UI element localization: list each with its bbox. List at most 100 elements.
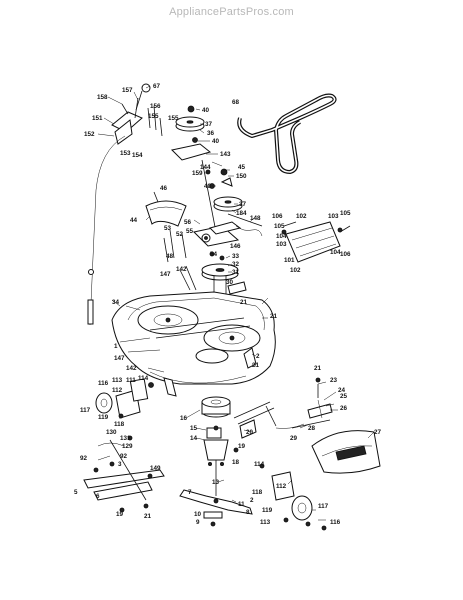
part-label: 25 bbox=[340, 393, 348, 400]
part-label: 112 bbox=[276, 483, 287, 490]
part-label: 116 bbox=[330, 519, 341, 526]
part-label: 21 bbox=[270, 313, 278, 320]
mower-deck-housing[interactable] bbox=[111, 291, 276, 397]
part-label: 154 bbox=[132, 152, 143, 159]
part-label: 20 bbox=[246, 429, 254, 436]
part-label: 3 bbox=[118, 461, 122, 468]
part-label: 118 bbox=[252, 489, 263, 496]
part-label: 13 bbox=[212, 479, 220, 486]
part-label: 33 bbox=[232, 253, 240, 260]
part-label: 68 bbox=[232, 99, 240, 106]
part-label: 36 bbox=[207, 130, 215, 137]
drive-pulleys[interactable] bbox=[179, 255, 247, 300]
part-label: 14 bbox=[190, 435, 198, 442]
rear-lift-link[interactable] bbox=[233, 401, 305, 453]
part-label: 1 bbox=[114, 343, 118, 350]
part-label: 24 bbox=[338, 387, 346, 394]
part-label: 26 bbox=[340, 405, 348, 412]
part-label: 117 bbox=[318, 503, 329, 510]
part-label: 37 bbox=[205, 121, 213, 128]
part-label: 114 bbox=[254, 461, 265, 468]
part-label: 111 bbox=[126, 377, 136, 384]
part-label: 21 bbox=[144, 513, 152, 520]
part-label: 19 bbox=[116, 511, 124, 518]
part-label: 103 bbox=[328, 213, 339, 220]
part-label: 131 bbox=[120, 435, 131, 442]
part-label: 101 bbox=[284, 257, 295, 264]
part-label: 34 bbox=[112, 299, 120, 306]
part-label: 10 bbox=[194, 511, 202, 518]
mower-blade[interactable] bbox=[179, 489, 253, 527]
part-label: 153 bbox=[120, 150, 131, 157]
right-gauge-wheel[interactable] bbox=[259, 463, 327, 531]
part-label: 146 bbox=[230, 243, 241, 250]
part-label: 105 bbox=[340, 210, 351, 217]
part-label: 2 bbox=[256, 353, 260, 360]
part-labels: 158 157 67 151 152 153 154 156 155 155 4… bbox=[74, 83, 382, 526]
part-label: 159 bbox=[192, 170, 203, 177]
part-label: 150 bbox=[236, 173, 247, 180]
part-label: 142 bbox=[176, 266, 187, 273]
part-label: 46 bbox=[160, 185, 168, 192]
part-label: 116 bbox=[98, 380, 109, 387]
part-label: 48 bbox=[166, 253, 174, 260]
belt-68[interactable] bbox=[237, 93, 337, 174]
part-label: 119 bbox=[98, 414, 109, 421]
part-label: 40 bbox=[212, 138, 220, 145]
part-label: 15 bbox=[190, 425, 198, 432]
part-label: 113 bbox=[112, 377, 123, 384]
front-link-rod[interactable] bbox=[83, 435, 165, 513]
part-label: 6 bbox=[96, 493, 100, 500]
part-label: 118 bbox=[114, 421, 125, 428]
part-label: 92 bbox=[80, 455, 88, 462]
part-label: 52 bbox=[176, 231, 184, 238]
part-label: 144 bbox=[200, 164, 211, 171]
part-label: 23 bbox=[330, 377, 338, 384]
idler-pulley-stack[interactable] bbox=[153, 105, 243, 233]
part-label: 54 bbox=[210, 251, 218, 258]
part-label: 151 bbox=[92, 115, 103, 122]
part-label: 155 bbox=[148, 113, 159, 120]
deck-baffle[interactable] bbox=[281, 221, 351, 263]
part-label: 102 bbox=[296, 213, 307, 220]
part-label: 105 bbox=[274, 223, 285, 230]
discharge-chute[interactable] bbox=[291, 377, 381, 474]
spindle-assembly[interactable] bbox=[201, 396, 231, 496]
part-label: 158 bbox=[97, 94, 108, 101]
part-label: 28 bbox=[308, 425, 316, 432]
part-label: 112 bbox=[112, 387, 123, 394]
part-label: 184 bbox=[236, 210, 247, 217]
part-label: 5 bbox=[74, 489, 78, 496]
part-label: 19 bbox=[238, 443, 246, 450]
part-label: 9 bbox=[196, 519, 200, 526]
part-label: 117 bbox=[80, 407, 91, 414]
idler-arm-assembly[interactable] bbox=[163, 213, 263, 263]
part-label: 21 bbox=[240, 299, 248, 306]
part-label: 30 bbox=[226, 279, 234, 286]
part-label: 67 bbox=[153, 83, 161, 90]
part-label: 18 bbox=[232, 459, 240, 466]
part-label: 27 bbox=[374, 429, 382, 436]
part-label: 147 bbox=[114, 355, 125, 362]
left-gauge-wheel[interactable] bbox=[95, 378, 154, 419]
part-label: 11 bbox=[238, 501, 245, 508]
part-label: 130 bbox=[106, 429, 117, 436]
part-label: 157 bbox=[122, 87, 133, 94]
part-label: 143 bbox=[220, 151, 231, 158]
part-label: 7 bbox=[188, 489, 192, 496]
part-label: 8 bbox=[246, 509, 250, 516]
part-label: 148 bbox=[250, 215, 261, 222]
leader-lines bbox=[97, 85, 375, 521]
part-label: 2 bbox=[250, 497, 254, 504]
part-label: 113 bbox=[260, 519, 271, 526]
part-label: 156 bbox=[150, 103, 161, 110]
part-label: 155 bbox=[168, 115, 179, 122]
part-label: 149 bbox=[150, 465, 161, 472]
part-label: 31 bbox=[232, 269, 240, 276]
belt-guard[interactable] bbox=[145, 200, 187, 227]
part-label: 152 bbox=[84, 131, 95, 138]
part-label: 104 bbox=[330, 249, 341, 256]
part-label: 21 bbox=[252, 362, 260, 369]
lift-handle-assembly[interactable] bbox=[87, 83, 163, 326]
part-label: 92 bbox=[120, 453, 128, 460]
